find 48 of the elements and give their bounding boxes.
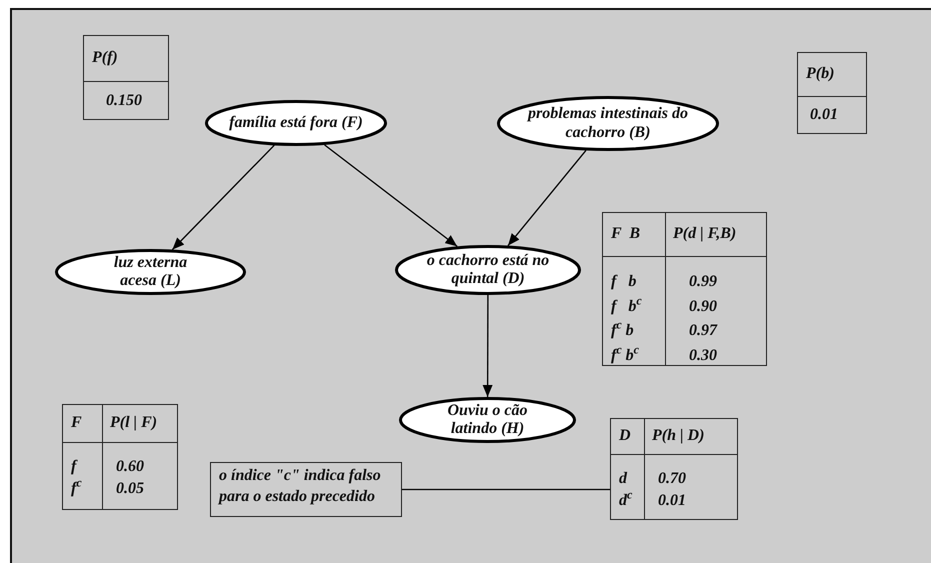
- probability-value: 0.05: [116, 481, 144, 497]
- node-label: Ouviu o cão latindo (H): [446, 402, 528, 438]
- connector-line: [402, 488, 610, 490]
- table-header: D: [619, 428, 631, 444]
- probability-value: 0.01: [810, 107, 838, 123]
- node-label: problemas intestinais do cachorro (B): [526, 105, 690, 142]
- probability-table: [83, 35, 169, 120]
- node-ellipse: [497, 96, 719, 151]
- table-header: P(b): [806, 66, 834, 82]
- arrow: [172, 144, 275, 250]
- state-label: d$^{c}$: [619, 493, 632, 509]
- table-header: P(h | D): [652, 428, 704, 444]
- table-header: P(l | F): [110, 414, 158, 430]
- probability-value: 0.90: [689, 298, 717, 314]
- arrow: [324, 144, 458, 247]
- state-label: f b: [611, 274, 636, 290]
- node-label: luz externa acesa (L): [112, 254, 188, 290]
- note-text: o índice "c" indica falso para o estado precedido: [219, 467, 381, 505]
- probability-table: [610, 418, 738, 520]
- arrow: [482, 295, 493, 397]
- note-box: [210, 462, 402, 517]
- probability-value: 0.70: [658, 471, 686, 487]
- state-label: f b$^{c}$: [611, 298, 642, 314]
- state-label: f$^{c}$ b: [611, 323, 634, 339]
- probability-table: [602, 212, 767, 366]
- probability-value: 0.99: [689, 274, 717, 290]
- table-header: P(f): [92, 50, 118, 66]
- probability-value: 0.60: [116, 459, 144, 475]
- probability-value: 0.150: [106, 93, 142, 109]
- node-ellipse: [205, 100, 387, 146]
- node-ellipse: [399, 397, 576, 443]
- node-label: o cachorro está no quintal (D): [426, 252, 550, 288]
- probability-table: [797, 52, 867, 134]
- node-ellipse: [395, 245, 581, 295]
- state-label: f: [71, 459, 76, 475]
- state-label: f$^{c}$: [71, 481, 82, 497]
- table-header: P(d | F,B): [673, 226, 736, 242]
- table-header: F B: [611, 226, 640, 242]
- state-label: d: [619, 471, 627, 487]
- table-header: F: [71, 414, 82, 430]
- state-label: f$^{c}$ b$^{c}$: [611, 348, 639, 364]
- node-ellipse: [55, 249, 246, 295]
- probability-value: 0.01: [658, 493, 686, 509]
- probability-value: 0.30: [689, 348, 717, 364]
- arrow: [508, 150, 586, 246]
- node-label: família está fora (F): [229, 114, 363, 132]
- probability-value: 0.97: [689, 323, 717, 339]
- probability-table: [62, 404, 178, 510]
